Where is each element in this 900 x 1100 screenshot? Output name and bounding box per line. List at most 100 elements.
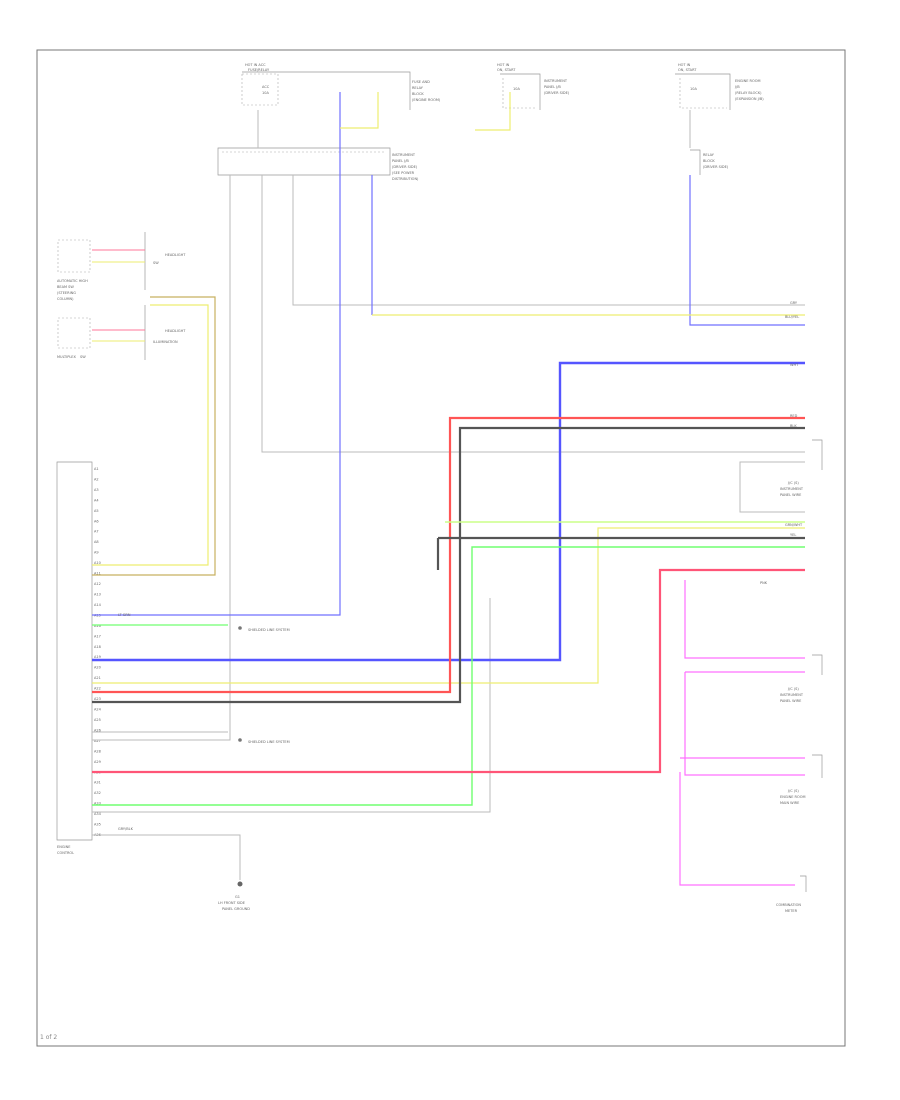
top-mid-desc-2: (DRIVER SIDE)	[544, 91, 570, 95]
top-left-desc-1: RELAY	[412, 86, 424, 90]
right-upper-block-label-2: (DRIVER SIDE)	[703, 165, 729, 169]
right-connector-4-label-0: COMBINATION	[776, 903, 801, 907]
top-mid-desc-1: PANEL J/B	[544, 85, 561, 89]
top-right-connector-label-1: ON, START	[678, 68, 697, 72]
top-right-desc-0: ENGINE ROOM	[735, 79, 760, 83]
ecm-pin: A1	[94, 467, 99, 471]
right-upper-block-label-1: BLOCK	[703, 159, 715, 163]
ecm-pin: A21	[94, 676, 101, 680]
top-right-desc-3: (EXPANSION J/B)	[735, 97, 764, 101]
ground: G1 LH FRONT SIDE PANEL GROUND	[218, 881, 250, 911]
ecm-pin: A9	[94, 551, 99, 555]
left-switch-2-label-1: SW	[80, 355, 86, 359]
ecm-pin: A24	[94, 708, 102, 712]
junction-block-label-2: (DRIVER SIDE)	[392, 165, 418, 169]
blue-wires	[92, 92, 805, 662]
top-mid-connector-label-2: 10A	[513, 87, 520, 91]
junction-block-label-4: DISTRIBUTION)	[392, 177, 419, 181]
ecm-pin: A29	[94, 760, 101, 764]
right-connector-1-label-1: INSTRUMENT	[780, 487, 804, 491]
junction-block-label-1: PANEL J/B	[392, 159, 409, 163]
ecm-pin: A34	[94, 812, 102, 816]
ecm-pin: A10	[94, 561, 101, 565]
wire-label-red: RED	[790, 414, 798, 418]
ecm-pin: A12	[94, 582, 101, 586]
top-left-fuse-block: HOT IN ACC FUSE/RELAY ACC 10A FUSE AND R…	[241, 63, 441, 110]
right-connector-3-label-0: J/C (S)	[787, 789, 799, 793]
mid-switch-label: ILLUMINATION	[153, 340, 178, 344]
top-right-connector-label-0: HOT IN	[678, 63, 691, 67]
left-switch-1-label-1: BEAM SW	[57, 285, 74, 289]
top-right-desc-1: J/B	[734, 85, 740, 89]
ecm-pin: A14	[94, 603, 102, 607]
olive-wire	[92, 296, 216, 576]
wire-label-gry-blk: GRY/BLK	[118, 827, 134, 831]
top-right-desc-2: (RELAY BLOCK)	[735, 91, 762, 95]
ecm-pin: A23	[94, 697, 101, 701]
right-upper-block: RELAY BLOCK (DRIVER SIDE)	[690, 149, 729, 175]
wire-labels: GRY BLU/YEL WHT RED BLK GRN/WHT YEL PNK …	[118, 301, 803, 831]
top-left-desc-0: FUSE AND	[412, 80, 430, 84]
left-switch-1-label-0: AUTOMATIC HIGH	[57, 279, 88, 283]
wire-label-blu-yel: BLU/YEL	[785, 315, 799, 319]
ecm-pin: A27	[94, 739, 101, 743]
ecm-pin: A7	[94, 530, 99, 534]
switch-short-wires	[92, 249, 145, 342]
diagram-frame	[36, 49, 846, 1047]
top-left-connector-label-0: HOT IN ACC	[245, 63, 266, 67]
green-wires	[92, 521, 805, 806]
left-switch-2: MULTIPLEX SW HEADLIGHT ILLUMINATION	[57, 305, 186, 360]
right-upper-block-label-0: RELAY	[703, 153, 715, 157]
top-mid-desc-0: INSTRUMENT	[544, 79, 568, 83]
ecm-pin: A19	[94, 655, 101, 659]
shielded-markers: SHIELDED LINE SYSTEM SHIELDED LINE SYSTE…	[238, 626, 290, 744]
wire-label-gray: GRY	[790, 301, 798, 305]
shielded-label-2: SHIELDED LINE SYSTEM	[248, 740, 290, 744]
left-switch-1-label-3: COLUMN)	[57, 297, 74, 301]
ecm-pin: A2	[94, 478, 99, 482]
top-mid-connector-label-1: ON, START	[497, 68, 516, 72]
ecm-pin: A35	[94, 823, 101, 827]
dark-wires	[92, 426, 805, 704]
ecm-pin: A25	[94, 718, 101, 722]
top-left-connector-label-3: 10A	[262, 91, 269, 95]
red-wires	[92, 416, 805, 694]
ecm-pin: A4	[94, 498, 99, 502]
top-mid-connector-label-0: HOT IN	[497, 63, 510, 67]
top-left-desc-3: (ENGINE ROOM)	[412, 98, 441, 102]
ecm-pin: A32	[94, 791, 101, 795]
ecm-pin: A5	[94, 509, 99, 513]
right-connectors: J/C (S) INSTRUMENT PANEL WIRE J/C (S) IN…	[776, 439, 823, 913]
right-connector-4-label-1: METER	[785, 909, 798, 913]
shielded-label-1: SHIELDED LINE SYSTEM	[248, 628, 290, 632]
ecm-name: ENGINE	[57, 845, 70, 849]
right-connector-2-label-2: PANEL WIRE	[780, 699, 801, 703]
right-connector-2-label-0: J/C (S)	[787, 687, 799, 691]
ground-label-2: PANEL GROUND	[222, 907, 250, 911]
mid-left-label-2: HEADLIGHT	[165, 329, 186, 333]
top-mid-fuse: HOT IN ON, START 10A INSTRUMENT PANEL J/…	[497, 63, 570, 110]
ecm-pin: A16	[94, 624, 101, 628]
top-left-connector-label-1: FUSE/RELAY	[248, 68, 270, 72]
junction-block: INSTRUMENT PANEL J/B (DRIVER SIDE) (SEE …	[217, 147, 419, 181]
ecm-pin: A13	[94, 593, 101, 597]
wire-label-grn-wht: GRN/WHT	[785, 523, 803, 527]
ecm-pin: A18	[94, 645, 101, 649]
ecm-pin: A8	[94, 540, 99, 544]
right-connector-1-label-2: PANEL WIRE	[780, 493, 801, 497]
right-connector-3-label-1: ENGINE ROOM	[780, 795, 805, 799]
right-connector-2-label-1: INSTRUMENT	[780, 693, 804, 697]
ecm-sub: CONTROL	[57, 851, 74, 855]
left-switch-2-label-0: MULTIPLEX	[57, 355, 76, 359]
wire-label-yel: YEL	[790, 533, 796, 537]
junction-block-label-3: (SEE POWER	[392, 171, 415, 175]
left-switch-1: AUTOMATIC HIGH BEAM SW (STEERING COLUMN)…	[57, 232, 186, 301]
wire-label-blk: BLK	[790, 424, 797, 428]
wire-label-lt-grn: LT GRN	[118, 613, 131, 617]
ecm-pin: A17	[94, 634, 101, 638]
junction-block-label-0: INSTRUMENT	[392, 153, 416, 157]
pink-wires	[92, 568, 805, 886]
top-left-connector-label-2: ACC	[262, 85, 270, 89]
ecm-pin: A22	[94, 687, 101, 691]
